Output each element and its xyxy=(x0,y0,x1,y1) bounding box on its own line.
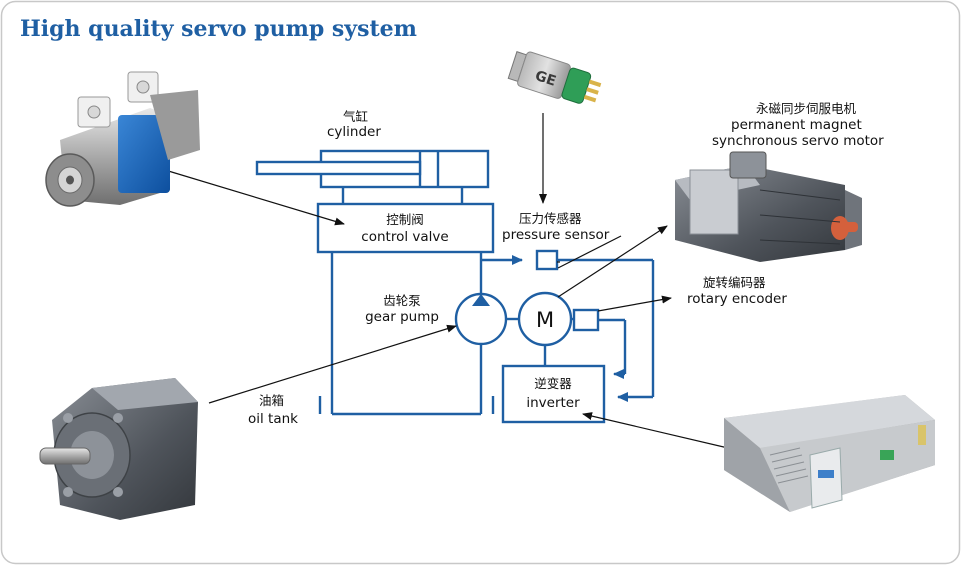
control-valve-label: 控制阀 control valve xyxy=(361,212,448,245)
cylinder-label-en: cylinder xyxy=(327,124,381,140)
oil-tank-label-en: oil tank xyxy=(248,411,298,427)
sensor-wire-arrow xyxy=(557,235,622,269)
pressure-sensor-label: 压力传感器 pressure sensor xyxy=(502,211,610,243)
gear-pump-label-en: gear pump xyxy=(365,309,439,325)
rotary-encoder-label: 旋转编码器 rotary encoder xyxy=(687,275,787,307)
servo-motor-label: 永磁同步伺服电机 permanent magnet synchronous se… xyxy=(712,101,884,149)
cylinder-symbol xyxy=(255,149,490,204)
valve-callout-arrow xyxy=(164,169,345,226)
motor-symbol: M xyxy=(517,291,574,347)
inverter-photo xyxy=(724,395,935,512)
oil-tank-label: 油箱 oil tank xyxy=(248,393,298,427)
callout-arrows xyxy=(164,113,729,449)
servo-motor-photo xyxy=(675,151,862,262)
rotary-encoder-label-cn: 旋转编码器 xyxy=(703,275,766,290)
encoder-callout-arrow xyxy=(597,295,672,312)
pressure-sensor-photo: GE xyxy=(507,51,602,104)
servo-motor-label-cn: 永磁同步伺服电机 xyxy=(756,101,857,116)
control-valve-photo xyxy=(45,71,200,207)
inverter-label: 逆变器 inverter xyxy=(526,376,580,411)
control-valve-box xyxy=(316,202,495,254)
motor-symbol-label: M xyxy=(536,308,554,332)
inverter-box xyxy=(501,364,606,424)
diagram-title: High quality servo pump system xyxy=(20,16,417,42)
gear-pump-symbol xyxy=(454,292,518,346)
pressure-sensor-box xyxy=(535,249,559,271)
gear-pump-photo xyxy=(39,378,198,520)
cylinder-label: 气缸 cylinder xyxy=(327,109,381,140)
servo-motor-label-en1: permanent magnet xyxy=(731,117,862,133)
gear-pump-label: 齿轮泵 gear pump xyxy=(365,293,439,325)
oil-tank-label-cn: 油箱 xyxy=(259,393,284,408)
control-valve-label-cn: 控制阀 xyxy=(386,212,424,227)
cylinder-label-cn: 气缸 xyxy=(343,109,368,124)
control-valve-label-en: control valve xyxy=(361,229,448,245)
inverter-label-en: inverter xyxy=(526,395,580,411)
oil-tank-symbol xyxy=(318,252,495,416)
inverter-callout-arrow xyxy=(582,412,729,449)
encoder-box xyxy=(572,308,600,332)
motor-callout-arrow xyxy=(557,225,668,298)
inverter-label-cn: 逆变器 xyxy=(534,376,572,391)
gear-pump-label-cn: 齿轮泵 xyxy=(383,293,421,308)
rotary-encoder-label-en: rotary encoder xyxy=(687,291,787,307)
pressure-sensor-label-cn: 压力传感器 xyxy=(519,211,582,226)
sensor-brand-text: GE xyxy=(533,68,558,90)
pressure-sensor-label-en: pressure sensor xyxy=(502,227,610,243)
servo-motor-label-en2: synchronous servo motor xyxy=(712,133,884,149)
hydraulic-schematic: M xyxy=(255,149,655,424)
pump-callout-arrow xyxy=(208,324,457,404)
